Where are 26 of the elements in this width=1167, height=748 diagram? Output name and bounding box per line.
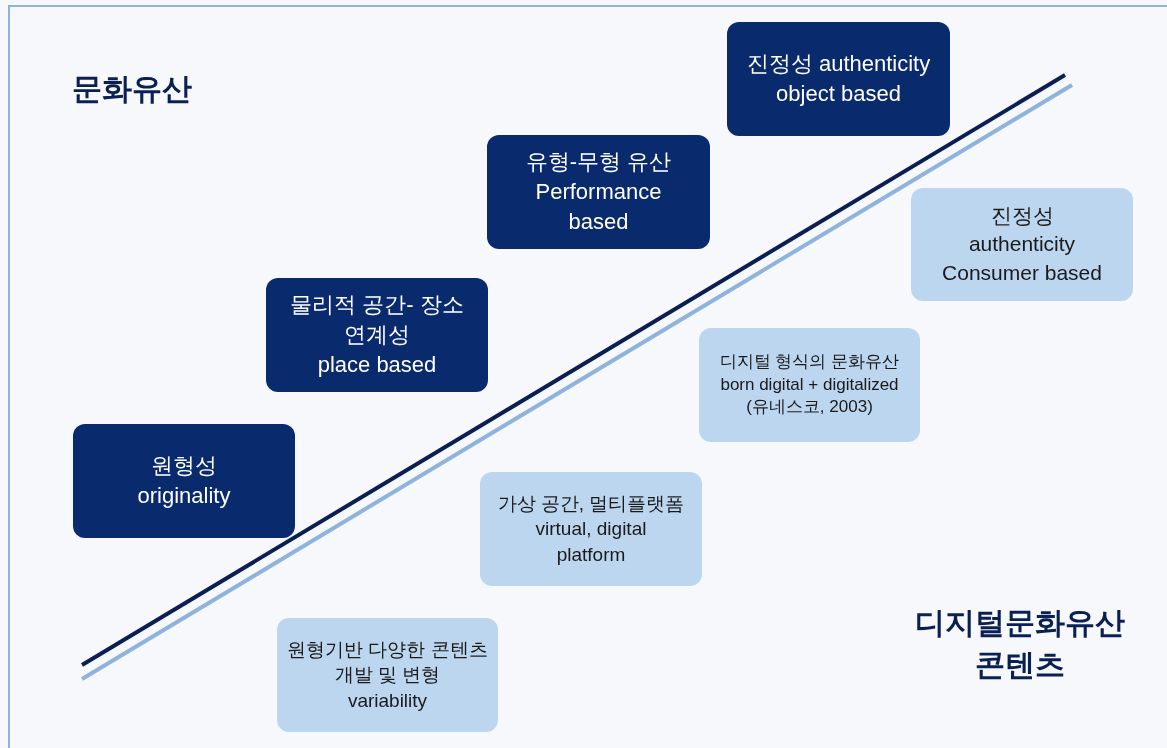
- text-box: [911, 188, 1133, 301]
- box-text: virtual, digital platform: [534, 517, 648, 567]
- box-text: (유네스코, 2003): [746, 396, 873, 419]
- text-box: [73, 424, 295, 538]
- box-text: 원형성: [151, 452, 217, 481]
- text-box: [487, 135, 710, 249]
- box-text: 진정성 authenticity: [746, 50, 931, 79]
- text-box: [277, 618, 498, 732]
- box-text: object based: [776, 80, 901, 108]
- box-text: Performance based: [534, 178, 663, 236]
- box-text: 디지털 형식의 문화유산: [719, 350, 900, 373]
- box-text: 유형-무형 유산: [525, 148, 672, 177]
- text-box: [727, 22, 950, 136]
- box-text: 가상 공간, 멀티플랫폼: [497, 491, 685, 516]
- text-box: [699, 328, 920, 442]
- heading: 문화유산: [72, 71, 193, 107]
- text-box: [266, 278, 488, 392]
- box-text: 진정성: [990, 203, 1054, 229]
- heading: 디지털문화유산 콘텐츠: [914, 605, 1126, 683]
- box-text: Consumer based: [942, 259, 1102, 286]
- box-text: born digital + digitalized: [720, 373, 899, 396]
- box-text: place based: [317, 350, 437, 379]
- text-box: [480, 472, 702, 586]
- box-text: variability: [347, 688, 428, 713]
- box-text: authenticity: [968, 231, 1076, 258]
- box-text: originality: [137, 482, 231, 510]
